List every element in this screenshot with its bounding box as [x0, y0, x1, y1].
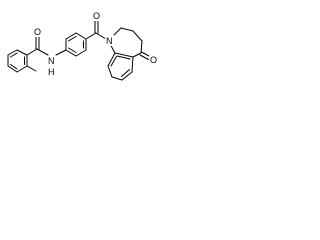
amide-oxygen-label: O: [34, 27, 41, 37]
upper-ketone-oxygen-label: O: [93, 11, 100, 21]
ring-ketone-bond: [85, 32, 97, 40]
lower-ketone-oxygen-label: O: [150, 55, 157, 65]
fused-benzene-ring: [107, 52, 134, 81]
toluene-ring: [7, 49, 28, 73]
nitrogen-ring-bond: [55, 49, 67, 56]
carbonyl-nitrogen-bond: [36, 48, 49, 56]
chemical-structure-diagram: O N H O N O: [7, 10, 158, 81]
ring-ketone-double-bond: [139, 51, 151, 60]
upper-carbonyl-double-bond: [94, 20, 99, 34]
amide-carbonyl-double-bond: [35, 36, 40, 50]
methyl-bond: [26, 65, 37, 72]
amide-nitrogen-label: N: [48, 56, 55, 66]
carbonyl-ring-nitrogen-bond: [95, 32, 107, 40]
ring-nitrogen-label: N: [106, 36, 113, 46]
central-benzene-ring: [65, 32, 87, 57]
amide-hydrogen-label: H: [48, 67, 55, 77]
ring-carbonyl-bond: [26, 48, 38, 56]
